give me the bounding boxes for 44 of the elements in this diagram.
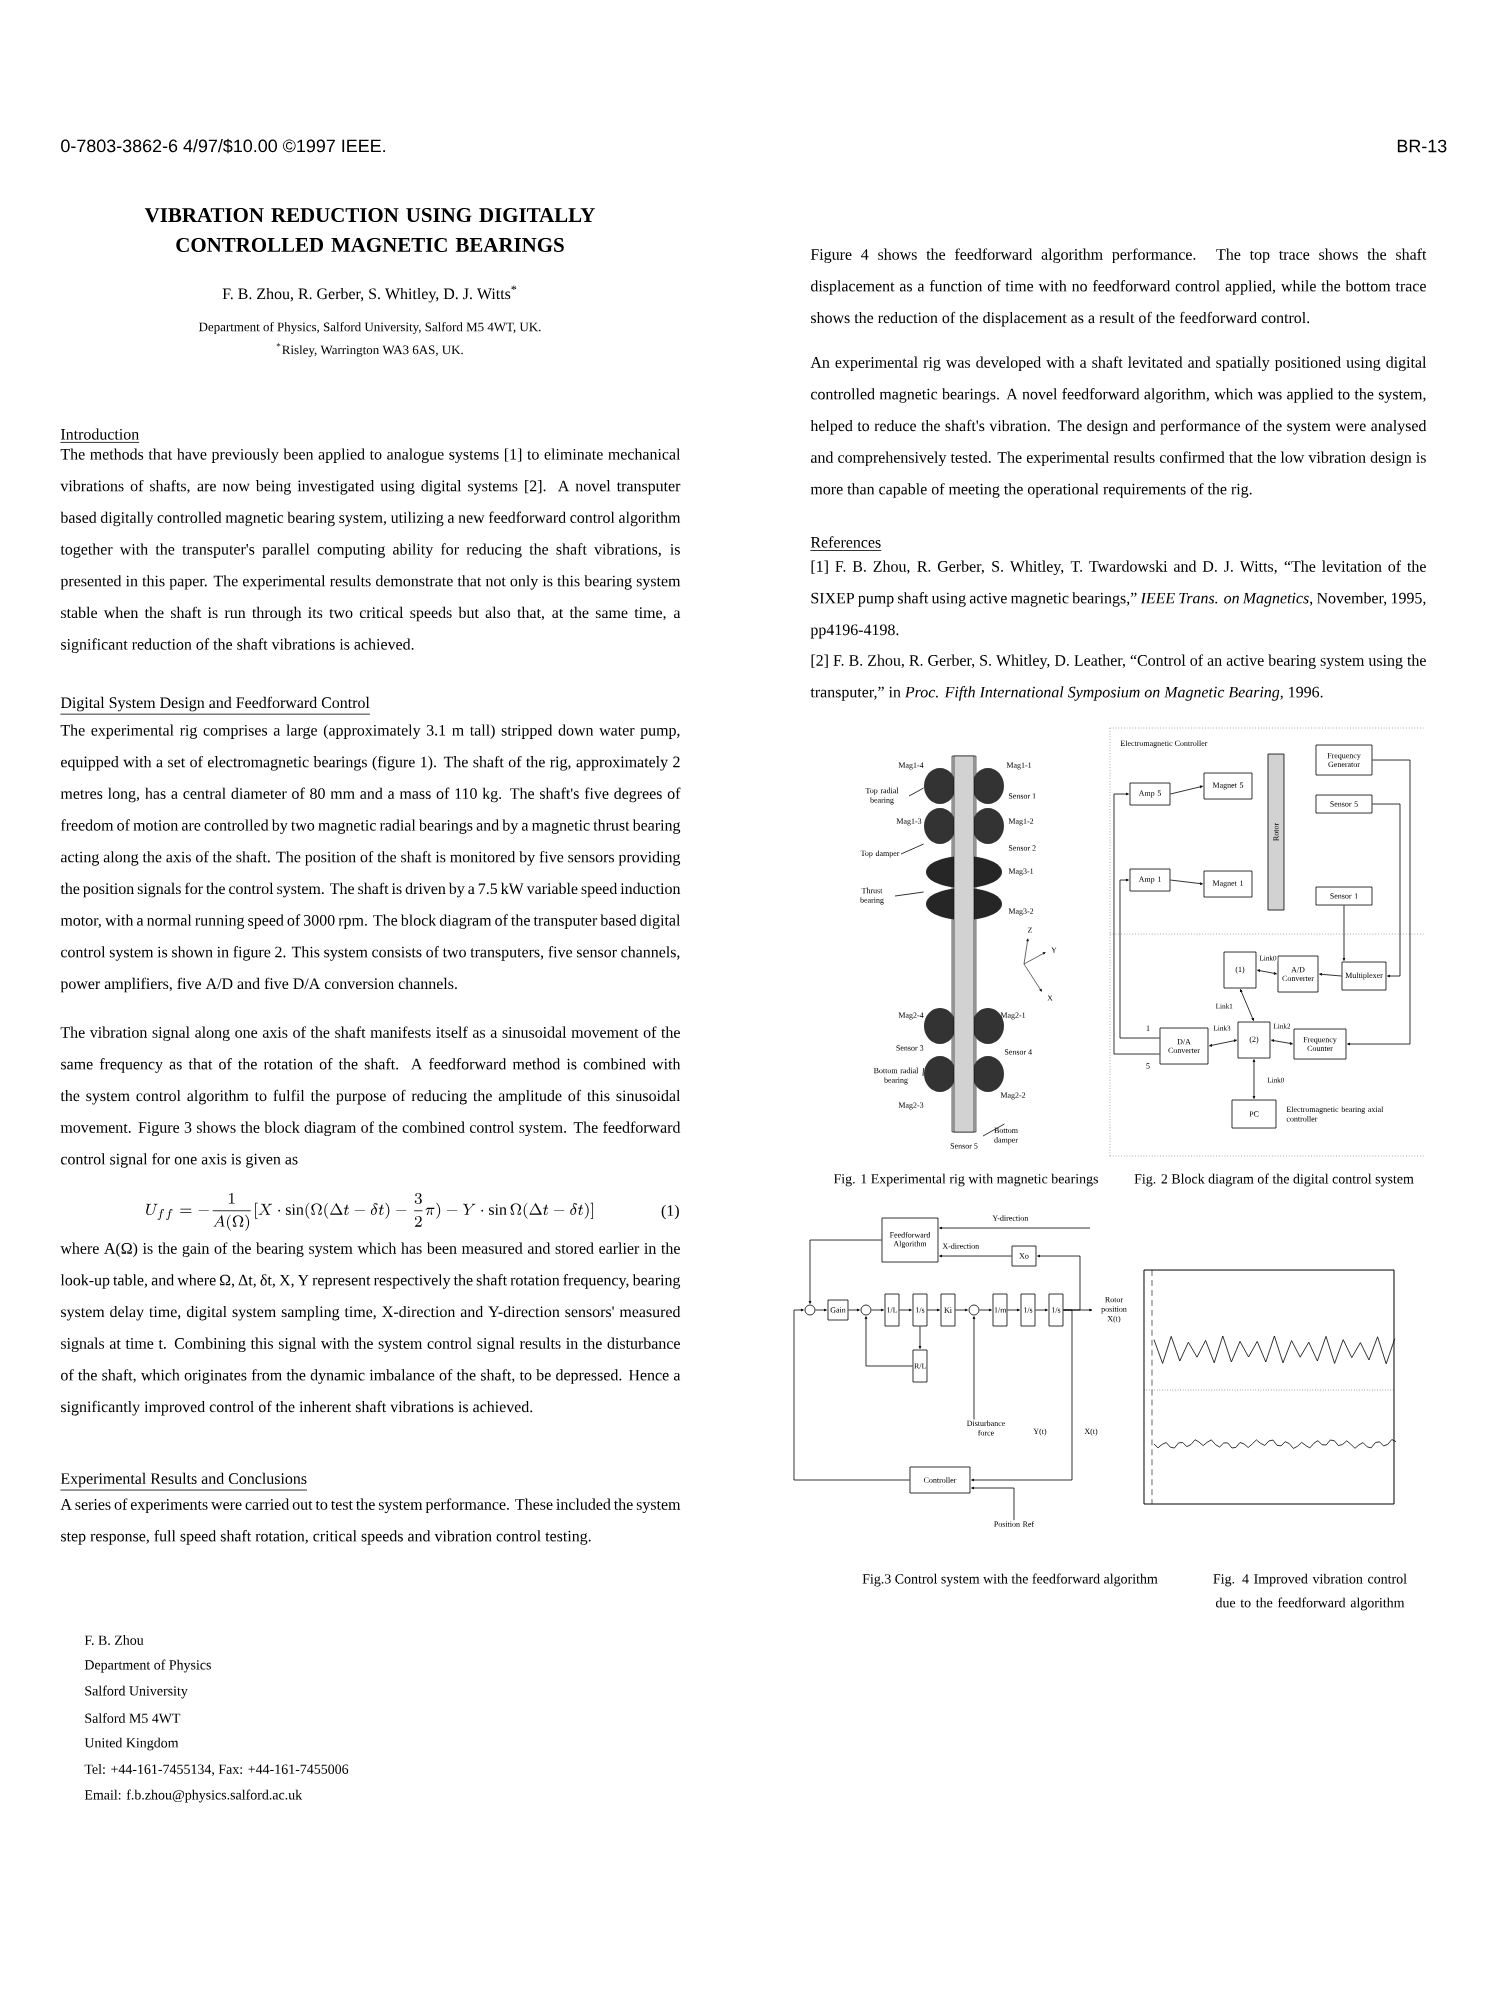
summing-junction [860, 1304, 872, 1316]
title: VIBRATION REDUCTION USING DIGITALLY CONTROLLED MAGNETIC BEARINGS [144, 208, 595, 252]
arrow [1209, 1039, 1237, 1047]
leader-line [900, 843, 924, 855]
arrow [808, 1239, 882, 1304]
header-text: 0-7803-3862-6 4/97/$10.00 ©1997 IEEE. [61, 138, 385, 154]
arrow [871, 1308, 884, 1312]
arrow [1119, 878, 1160, 1039]
leader-line [894, 891, 924, 897]
arrow [1170, 879, 1203, 885]
arrow [899, 1308, 912, 1312]
leader-line [908, 787, 924, 797]
arrow [955, 1308, 968, 1312]
arrow [864, 1316, 913, 1367]
arrow [927, 1308, 940, 1312]
leader-line [982, 1123, 1005, 1137]
arrow [1113, 792, 1160, 1055]
arrow [848, 1308, 860, 1312]
summing-junction [804, 1304, 816, 1316]
arrow [1252, 1059, 1256, 1099]
arrow [971, 1486, 1015, 1521]
arrow [1271, 1039, 1293, 1045]
arrow [971, 1309, 1073, 1482]
arrow [1035, 1308, 1048, 1312]
arrow [939, 1226, 1091, 1230]
arrow [1342, 905, 1346, 961]
summing-junction [968, 1304, 980, 1316]
arrow [793, 1308, 910, 1481]
page-number: BR-13 [1397, 139, 1447, 153]
arrow [1037, 1254, 1081, 1311]
arrow [1257, 969, 1277, 975]
arrow [939, 1254, 1012, 1258]
arrow [1007, 1308, 1020, 1312]
arrow [918, 1326, 922, 1349]
arrow [1347, 759, 1411, 1046]
arrow [815, 1308, 827, 1312]
arrow [1240, 989, 1254, 1021]
arrow [972, 1316, 976, 1420]
arrow [1170, 785, 1203, 795]
arrow [979, 1308, 992, 1312]
equation: $U_{ff}=-\frac{1}{A(\Omega)}[X\cdot\sin(\Omega(\Delta t-\delta t)-\frac{3}{2}\pi)-Y\cdot\sin\Omega(\Delta t-\delta t)]$ [146, 1193, 594, 1231]
arrow [1372, 803, 1401, 978]
leader-line [922, 1067, 924, 1077]
arrow [1319, 973, 1342, 977]
